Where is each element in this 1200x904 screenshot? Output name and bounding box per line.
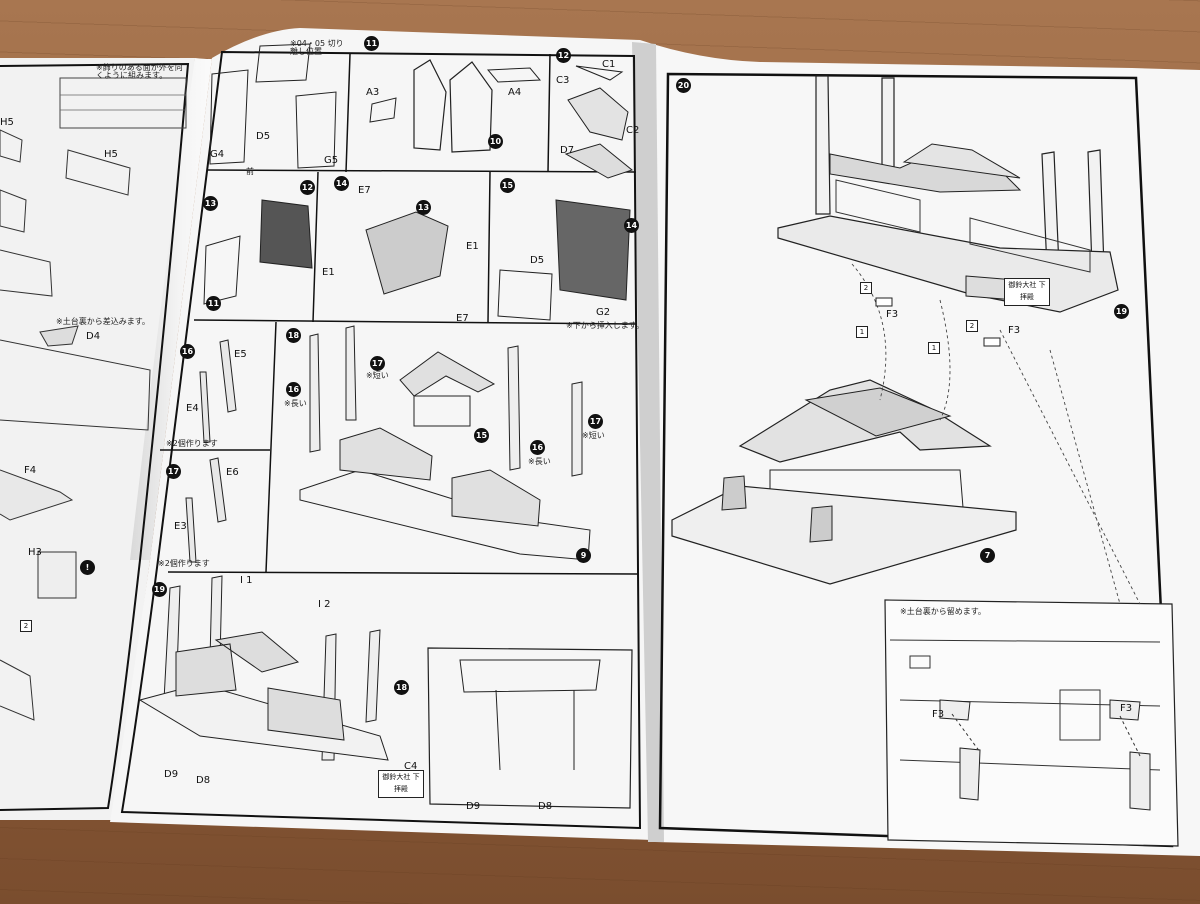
part-label: F3	[886, 309, 899, 320]
step-12-marker: 12	[556, 48, 571, 63]
step-11-marker: 11	[364, 36, 379, 51]
part-label: E6	[226, 467, 239, 478]
part-label: E1	[322, 267, 335, 278]
order-box: 2	[966, 320, 978, 332]
note-text: ※土台裏から差込みます。	[56, 317, 150, 326]
part-label: D9	[466, 801, 481, 812]
part-label: F3	[1008, 325, 1021, 336]
part-label: E7	[456, 313, 469, 324]
note-text: ※長い	[528, 457, 551, 466]
part-label: D8	[196, 775, 211, 786]
ref-17b-marker: 17	[588, 414, 603, 429]
part-label: C3	[556, 75, 570, 86]
part-label: C4	[404, 761, 418, 772]
part-label: C2	[626, 125, 640, 136]
order-box: 1	[856, 326, 868, 338]
part-label: H3	[28, 547, 42, 558]
step-20-marker: 20	[676, 78, 691, 93]
note-text: ※飾りのある面が外を向くように組みます。	[96, 63, 183, 80]
note-text: ※2個作ります	[166, 439, 218, 448]
part-label: D9	[164, 769, 179, 780]
part-label: H5	[0, 117, 14, 128]
note-text: ※2個作ります	[158, 559, 210, 568]
part-label: F3	[1120, 703, 1133, 714]
part-label: D5	[530, 255, 545, 266]
ref-10-marker: 10	[488, 134, 503, 149]
step-13-marker: 13	[203, 196, 218, 211]
part-label: D7	[560, 145, 575, 156]
part-label: D5	[256, 131, 271, 142]
part-label: H5	[104, 149, 118, 160]
part-label: F3	[932, 709, 945, 720]
left-page	[0, 58, 195, 820]
note-text: ※短い	[582, 431, 605, 440]
part-label: E3	[174, 521, 187, 532]
part-label: I 1	[240, 575, 253, 586]
note-text: ※土台裏から留めます。	[900, 607, 986, 616]
shrine-plaque: 御鈴大社 下拝殿	[1004, 278, 1050, 306]
ref-14-marker: 14	[624, 218, 639, 233]
ref-13-marker: 13	[416, 200, 431, 215]
order-box: 2	[860, 282, 872, 294]
part-label: D4	[86, 331, 101, 342]
ref-16a-marker: 16	[286, 382, 301, 397]
part-label: A4	[508, 87, 522, 98]
part-label: E5	[234, 349, 247, 360]
step-15-marker: 15	[500, 178, 515, 193]
part-label: E4	[186, 403, 199, 414]
part-label: G2	[596, 307, 611, 318]
ref-9-marker: 9	[576, 548, 591, 563]
part-label: G5	[324, 155, 339, 166]
ref-15-marker: 15	[474, 428, 489, 443]
middle-frame	[120, 50, 642, 830]
note-text: ※長い	[284, 399, 307, 408]
note-text: ※短い	[366, 371, 389, 380]
part-label: E1	[466, 241, 479, 252]
step-17-marker: 17	[166, 464, 181, 479]
part-label: F4	[24, 465, 37, 476]
spine-shadow	[632, 42, 664, 842]
ref-7-marker: 7	[980, 548, 995, 563]
shrine-plaque: 御鈴大社 下拝殿	[378, 770, 424, 798]
ref-16b-marker: 16	[530, 440, 545, 455]
order-box: 2	[20, 620, 32, 632]
ref-12-marker: 12	[300, 180, 315, 195]
page-curl	[130, 58, 213, 560]
note-text: ※04・05 切り離し位置	[290, 39, 344, 56]
step-19-marker: 19	[152, 582, 167, 597]
ref-17a-marker: 17	[370, 356, 385, 371]
attention-marker: !	[80, 560, 95, 575]
note-text: ※下から挿入します。	[566, 321, 644, 330]
part-label: I 2	[318, 599, 331, 610]
ref-11-marker: 11	[206, 296, 221, 311]
part-label: G4	[210, 149, 225, 160]
step-16-marker: 16	[180, 344, 195, 359]
order-box: 1	[928, 342, 940, 354]
ref-18-marker: 18	[394, 680, 409, 695]
ref-19-marker: 19	[1114, 304, 1129, 319]
part-label: C1	[602, 59, 616, 70]
note-text: 前	[246, 167, 254, 176]
step-18-marker: 18	[286, 328, 301, 343]
part-label: E7	[358, 185, 371, 196]
part-label: D8	[538, 801, 553, 812]
step-14-marker: 14	[334, 176, 349, 191]
part-label: A3	[366, 87, 380, 98]
